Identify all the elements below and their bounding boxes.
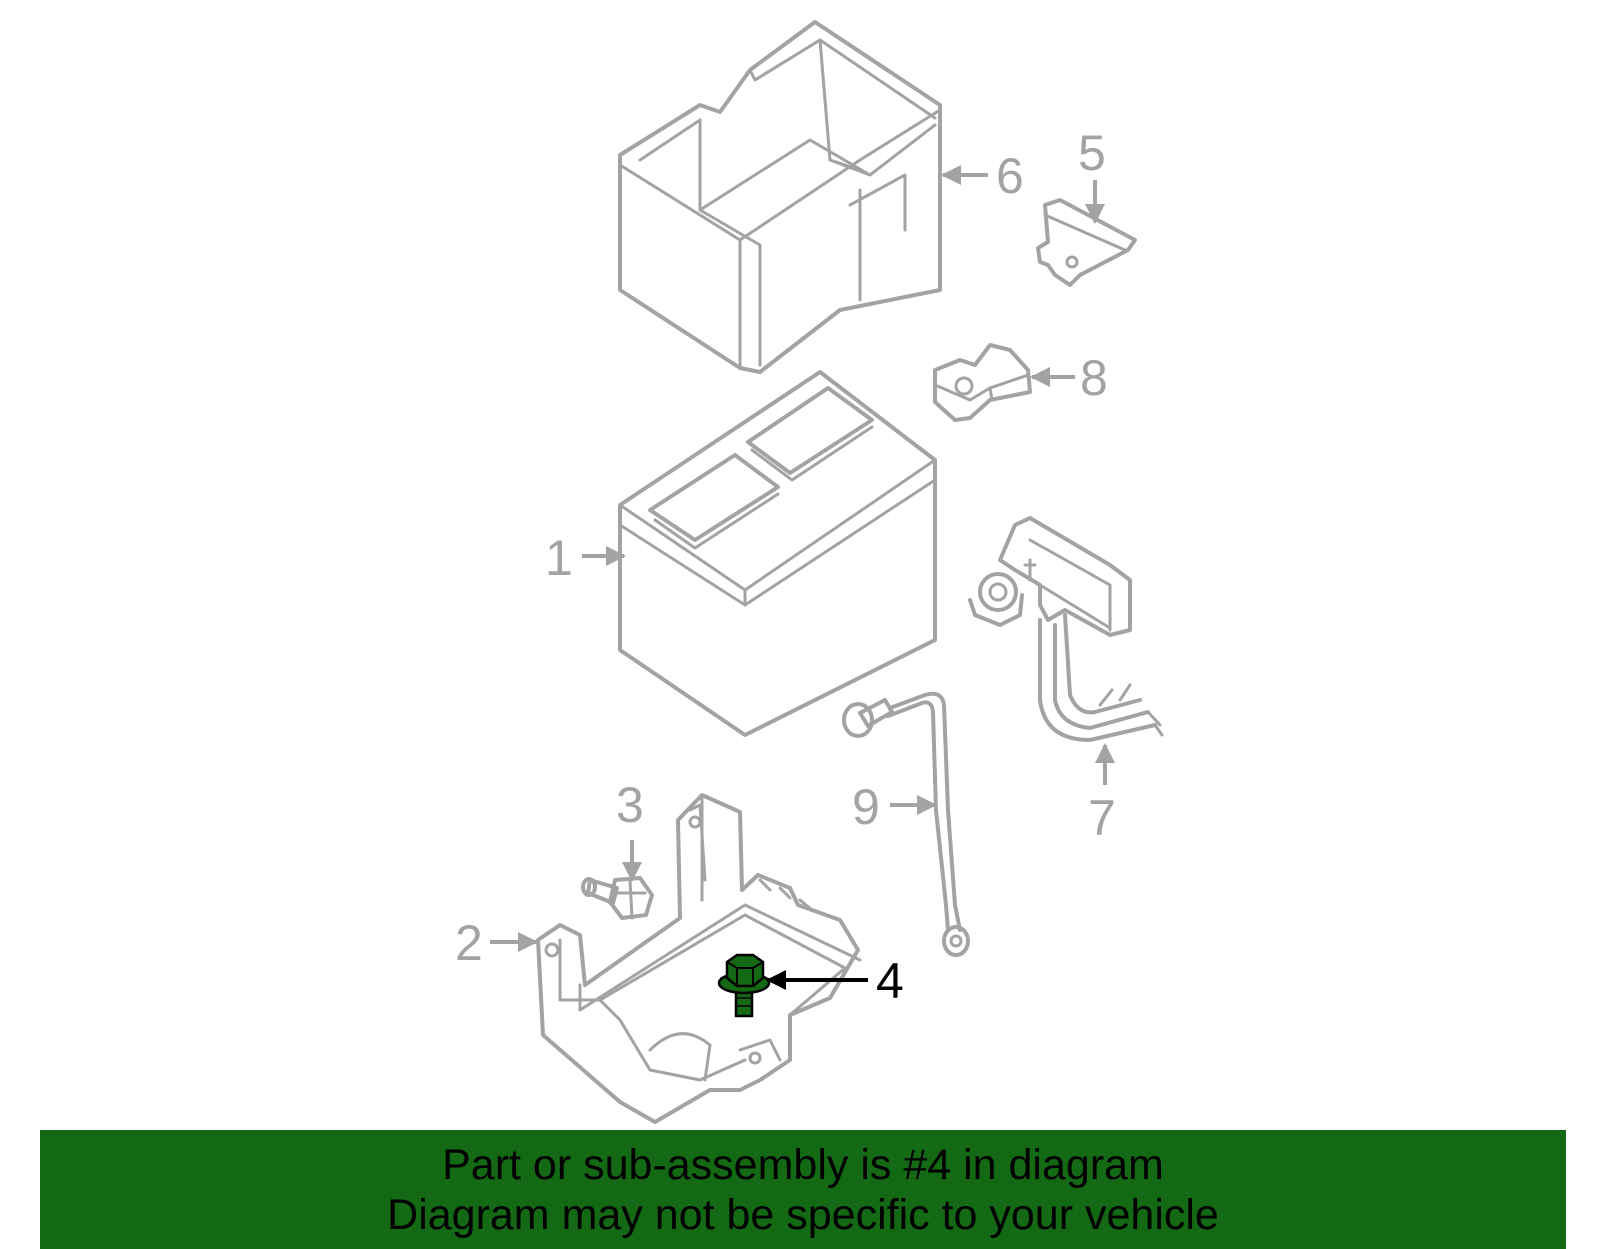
callout-label-8: 8 (1080, 350, 1108, 406)
hold-down-bracket-part-5 (1036, 198, 1137, 287)
bolt-part-3 (581, 876, 654, 920)
banner-line-disclaimer: Diagram may not be specific to your vehi… (387, 1191, 1219, 1239)
battery-tray-part-2 (536, 793, 862, 1124)
battery-cover-part-6 (618, 20, 942, 374)
callout-label-5: 5 (1078, 125, 1106, 181)
battery-part-1 (618, 370, 937, 737)
banner-line-part-number: Part or sub-assembly is #4 in diagram (442, 1141, 1164, 1189)
callout-label-4: 4 (876, 953, 904, 1009)
callout-label-2: 2 (455, 915, 483, 971)
callout-label-6: 6 (996, 148, 1024, 204)
callout-label-1: 1 (545, 530, 573, 586)
terminal-cover-part-8 (933, 343, 1032, 422)
negative-cable-part-9 (842, 691, 970, 957)
positive-cable-part-7 (968, 516, 1164, 742)
callout-label-9: 9 (852, 779, 880, 835)
callout-label-3: 3 (616, 777, 644, 833)
part-info-banner: Part or sub-assembly is #4 in diagram Di… (40, 1130, 1566, 1249)
callout-label-7: 7 (1088, 790, 1116, 846)
bolt-part-4-highlighted (717, 953, 771, 1018)
